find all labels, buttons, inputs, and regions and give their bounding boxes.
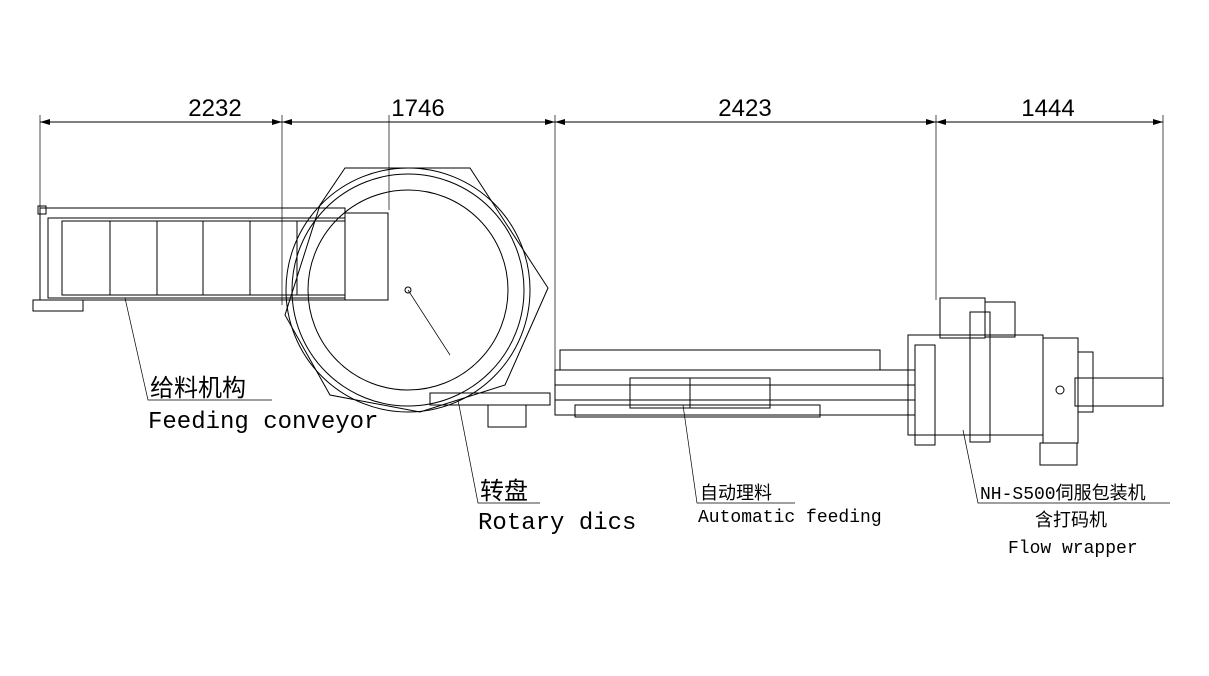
label-rotary-en: Rotary dics xyxy=(478,510,636,537)
label-wrapper-zh2: 含打码机 xyxy=(1035,510,1107,532)
label-wrapper-zh: NH-S500伺服包装机 xyxy=(980,483,1146,505)
label-wrapper-en: Flow wrapper xyxy=(1008,539,1138,559)
label-automatic-en: Automatic feeding xyxy=(698,508,882,528)
dimension-rotary: 1746 xyxy=(391,95,444,122)
rotary-disc-drawing xyxy=(284,167,551,428)
label-automatic-zh: 自动理料 xyxy=(700,483,772,505)
flow-wrapper-drawing xyxy=(907,297,1164,466)
dimension-chain: 2232 1746 2423 1444 xyxy=(39,95,1164,380)
dimension-wrapper: 1444 xyxy=(1021,95,1074,122)
dimension-feeding: 2232 xyxy=(188,95,241,122)
dimension-automatic: 2423 xyxy=(718,95,771,122)
leader-lines xyxy=(124,297,1170,504)
label-feeding-zh: 给料机构 xyxy=(150,375,246,404)
label-rotary-zh: 转盘 xyxy=(480,478,528,507)
label-feeding-en: Feeding conveyor xyxy=(148,409,378,436)
automatic-feeding-drawing xyxy=(554,349,916,418)
